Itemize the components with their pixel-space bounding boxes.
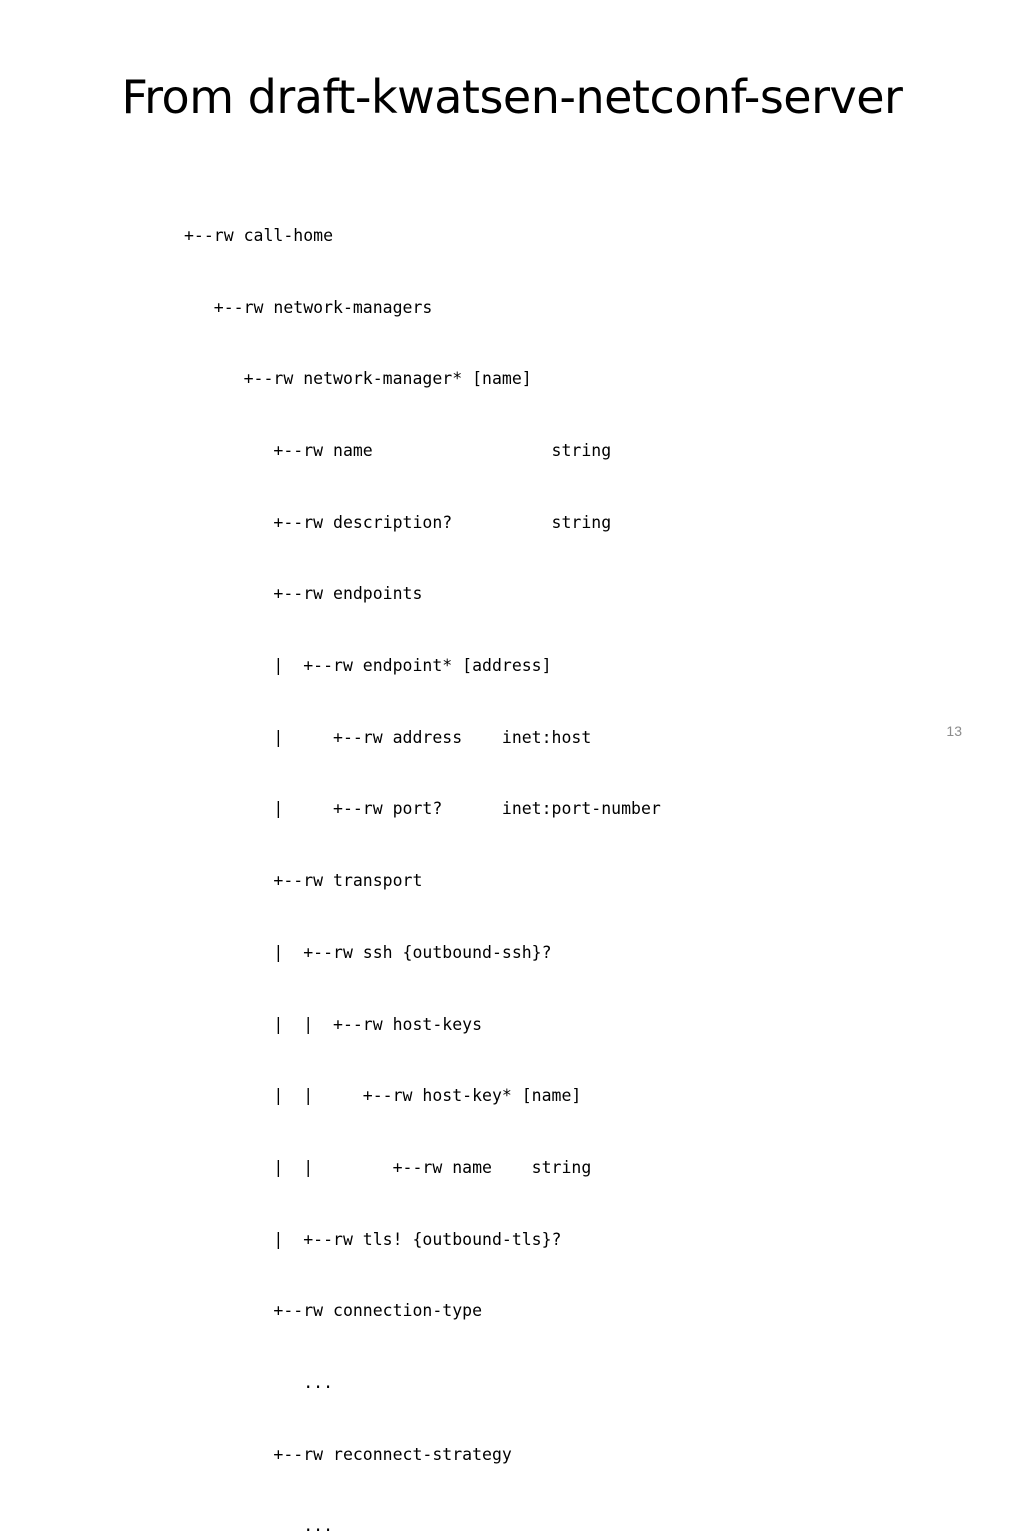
tree-line: +--rw description? string <box>184 512 612 532</box>
yang-tree: +--rw call-home +--rw network-managers +… <box>184 176 661 1536</box>
tree-line: | +--rw address inet:host <box>184 727 592 747</box>
tree-line: | | +--rw host-keys <box>184 1014 483 1034</box>
tree-line: +--rw network-managers <box>184 297 433 317</box>
tree-line: | | +--rw name string <box>184 1157 592 1177</box>
tree-line: +--rw reconnect-strategy <box>184 1444 512 1464</box>
slide-title: From draft-kwatsen-netconf-server <box>121 70 903 124</box>
tree-line: +--rw name string <box>184 440 612 460</box>
tree-line: +--rw transport <box>184 871 423 891</box>
tree-line: | | +--rw host-key* [name] <box>184 1086 582 1106</box>
tree-line: | +--rw endpoint* [address] <box>184 656 552 676</box>
tree-line: | +--rw port? inet:port-number <box>184 799 661 819</box>
tree-line: ... <box>184 1516 334 1536</box>
slide: From draft-kwatsen-netconf-server +--rw … <box>121 70 962 1536</box>
tree-line: +--rw connection-type <box>184 1301 483 1321</box>
tree-line: ... <box>184 1373 334 1393</box>
tree-line: | +--rw ssh {outbound-ssh}? <box>184 942 552 962</box>
page-number: 13 <box>946 723 962 739</box>
tree-line: +--rw endpoints <box>184 584 423 604</box>
tree-line: +--rw call-home <box>184 225 334 245</box>
tree-line: +--rw network-manager* [name] <box>184 369 532 389</box>
tree-line: | +--rw tls! {outbound-tls}? <box>184 1229 562 1249</box>
